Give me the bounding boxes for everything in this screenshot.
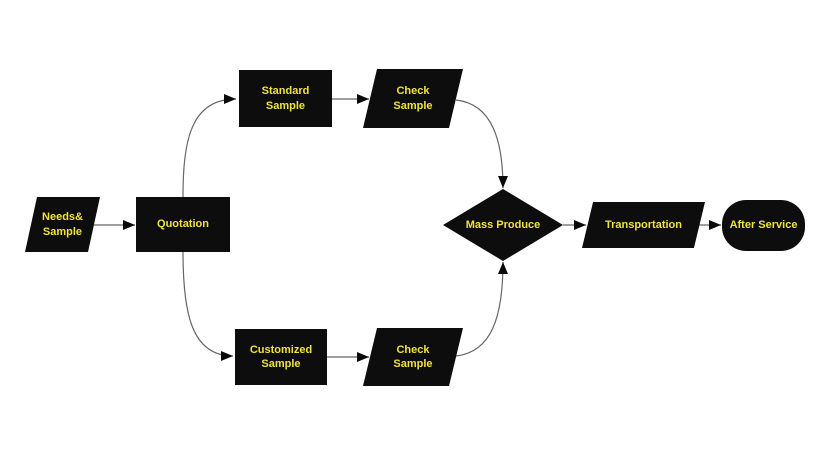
connector-quotation-to-standard-sample (182, 94, 237, 198)
node-transportation-label: Transportation (604, 218, 682, 231)
node-check-sample-top-label: Check Sample (393, 85, 433, 112)
node-check-sample-top: Check Sample (363, 69, 463, 128)
connector-quotation-to-customized-sample (182, 251, 234, 361)
node-quotation: Quotation (136, 197, 230, 252)
node-needs-sample-label: Needs& Sample (42, 211, 83, 238)
node-customized-sample-label: Customized Sample (249, 343, 313, 370)
connector-check-sample-top-to-mass-produce (455, 99, 508, 189)
node-mass-produce: Mass Produce (443, 189, 563, 261)
node-customized-sample: Customized Sample (235, 329, 327, 385)
node-check-sample-bottom-label: Check Sample (393, 343, 433, 370)
node-standard-sample-label: Standard Sample (261, 85, 310, 112)
node-check-sample-bottom: Check Sample (363, 328, 463, 386)
node-quotation-label: Quotation (157, 218, 209, 231)
node-after-service: After Service (722, 200, 805, 251)
node-mass-produce-label: Mass Produce (465, 218, 541, 231)
node-after-service-label: After Service (729, 219, 798, 232)
node-standard-sample: Standard Sample (239, 70, 332, 127)
node-needs-sample: Needs& Sample (25, 197, 100, 252)
node-transportation: Transportation (582, 202, 705, 248)
connector-check-sample-bottom-to-mass-produce (455, 261, 508, 357)
